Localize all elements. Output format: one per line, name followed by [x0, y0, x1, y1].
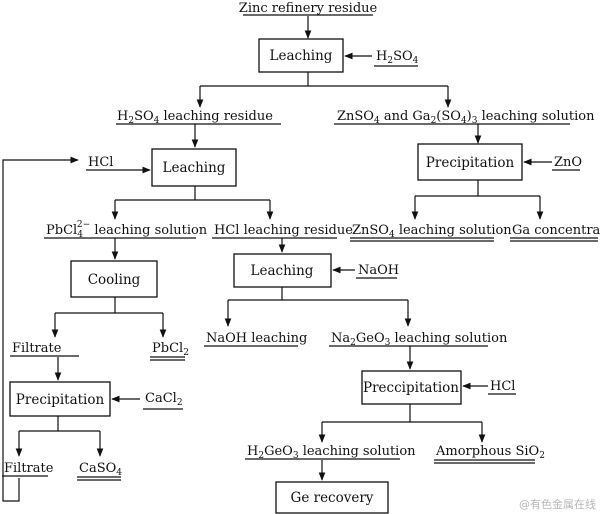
hcl-2-label: HCl	[490, 379, 515, 394]
connectors	[2, 16, 552, 502]
ge-recovery-label: Ge recovery	[291, 490, 374, 506]
znso4-ga-solution-label: ZnSO4 and Ga2(SO4)3 leaching solution	[337, 109, 595, 126]
precipitation-ca-label: Precipitation	[16, 392, 105, 408]
pbcl4-solution-label: PbCl42− leaching solution	[46, 220, 208, 240]
na2geo3-solution-label: Na2GeO3 leaching solution	[331, 331, 508, 348]
watermark: @有色金属在线	[519, 497, 596, 511]
box-leaching-3: Leaching	[233, 253, 332, 288]
zno-label: ZnO	[554, 155, 582, 170]
caso4-label: CaSO4	[79, 461, 122, 478]
cooling-label: Cooling	[88, 272, 141, 288]
box-ge-recovery: Ge recovery	[275, 481, 389, 514]
amorphous-sio2-label: Amorphous SiO2	[435, 444, 545, 461]
leaching-1-label: Leaching	[270, 48, 333, 64]
box-cooling: Cooling	[70, 260, 158, 298]
leaching-2-label: Leaching	[163, 160, 226, 176]
box-leaching-1: Leaching	[258, 38, 344, 73]
box-precipitation-zn: Precipitation	[417, 143, 523, 181]
filtrate-2-label: Filtrate	[4, 461, 54, 476]
cacl2-label: CaCl2	[145, 391, 183, 408]
naoh-label: NaOH	[358, 263, 399, 278]
zinc-residue-label: Zinc refinery residue	[239, 1, 378, 16]
naoh-leaching-label: NaOH leaching	[206, 331, 307, 346]
pbcl2-label: PbCl2	[152, 341, 189, 358]
box-preccipitation-ge: Preccipitation	[361, 370, 462, 405]
preccipitation-ge-label: Preccipitation	[363, 380, 459, 396]
h2so4-label: H2SO4	[376, 49, 419, 66]
leaching-3-label: Leaching	[251, 263, 314, 279]
h2geo3-solution-label: H2GeO3 leaching solution	[247, 444, 416, 461]
ga-concentrate-label: Ga concentrate	[512, 223, 600, 238]
hcl-residue-label: HCl leaching residue	[214, 223, 353, 238]
box-precipitation-ca: Precipitation	[9, 381, 111, 417]
precipitation-zn-label: Precipitation	[426, 155, 515, 171]
box-leaching-2: Leaching	[151, 148, 237, 187]
hcl-1-label: HCl	[88, 155, 113, 170]
filtrate-1-label: Filtrate	[12, 341, 62, 356]
